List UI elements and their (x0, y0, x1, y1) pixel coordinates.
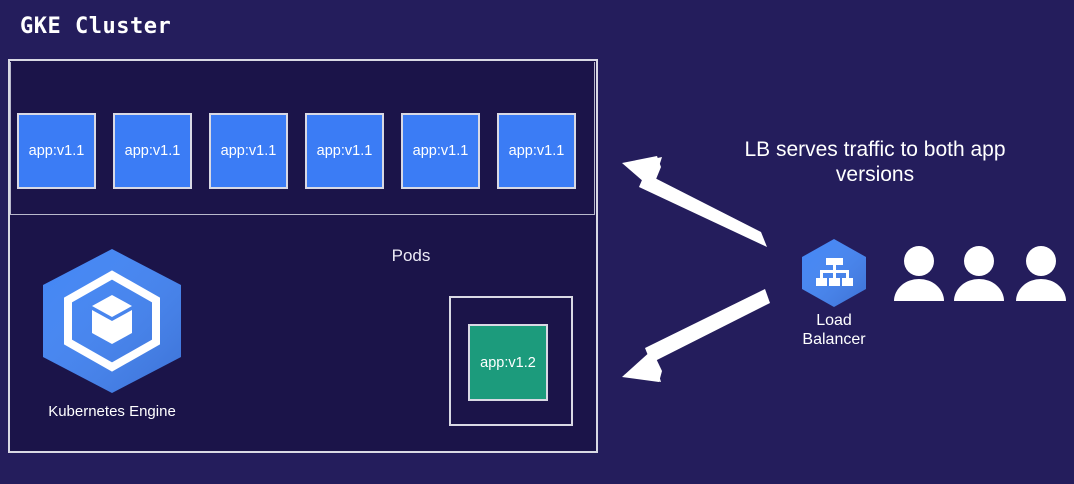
pod-label: app:v1.1 (28, 143, 85, 159)
pods-label: Pods (391, 246, 431, 265)
pod-app-v1-1-4[interactable]: app:v1.1 (305, 113, 384, 189)
pod-app-v1-1-1[interactable]: app:v1.1 (17, 113, 96, 189)
pod-label: app:v1.1 (316, 143, 373, 159)
pod-app-v1-1-5[interactable]: app:v1.1 (401, 113, 480, 189)
arrow-to-v2-pod (622, 289, 770, 382)
user-icon-1 (894, 246, 944, 301)
load-balancer-label-line1: Load (816, 312, 852, 329)
pod-app-v1-2[interactable]: app:v1.2 (468, 324, 548, 401)
load-balancer-node[interactable] (795, 237, 873, 309)
user-icon-2 (954, 246, 1004, 301)
kubernetes-engine-icon (43, 249, 181, 393)
load-balancer-icon (802, 239, 866, 307)
pod-label: app:v1.1 (508, 143, 565, 159)
page-title: GKE Cluster (20, 14, 172, 39)
lb-caption: LB serves traffic to both app versions (716, 138, 1034, 187)
lb-caption-line2: versions (835, 162, 915, 186)
pod-app-v1-1-6[interactable]: app:v1.1 (497, 113, 576, 189)
pod-app-v1-1-3[interactable]: app:v1.1 (209, 113, 288, 189)
cluster-header-strip (10, 62, 595, 89)
kubernetes-engine-label: Kubernetes Engine (48, 403, 176, 420)
lb-caption-line1: LB serves traffic to both app (744, 138, 1006, 161)
pod-app-v1-1-2[interactable]: app:v1.1 (113, 113, 192, 189)
load-balancer-label: Load Balancer (782, 311, 886, 349)
pod-label: app:v1.1 (124, 143, 181, 159)
kubernetes-engine-node[interactable]: Kubernetes Engine (28, 243, 196, 420)
pod-label: app:v1.1 (412, 143, 469, 159)
pod-label: app:v1.2 (480, 354, 536, 371)
load-balancer-label-line2: Balancer (802, 331, 866, 349)
user-icon-3 (1016, 246, 1066, 301)
pod-label: app:v1.1 (220, 143, 277, 159)
